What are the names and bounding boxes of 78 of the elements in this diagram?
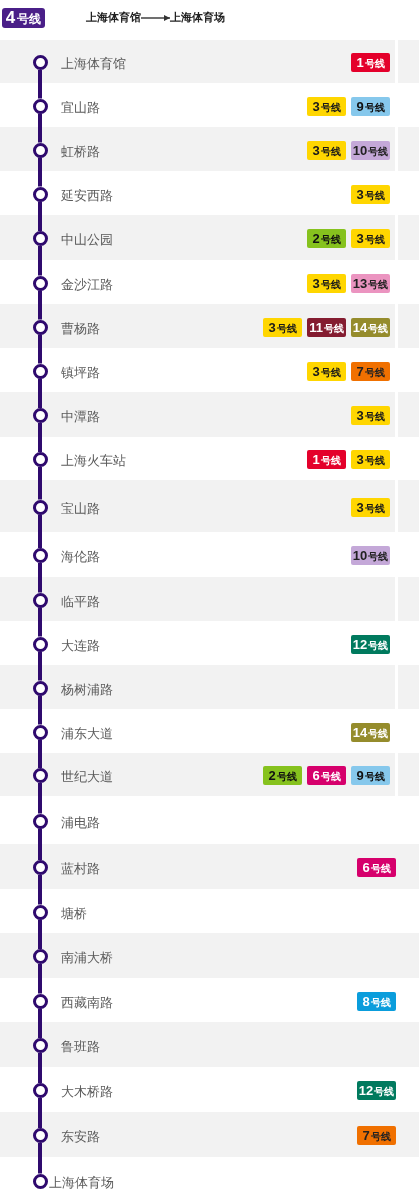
station-name: 浦东大道 [61,725,113,741]
route-line [38,378,42,408]
line-badge: 3号线 [351,406,390,425]
line-badge: 6号线 [307,766,346,785]
route-line [38,783,42,814]
terminal-station-name: 上海体育馆 [86,11,141,25]
terminal-station-name: 上海体育场 [170,11,225,25]
route-line [38,1008,42,1038]
station-name: 临平路 [61,593,100,609]
station-name: 上海体育场 [49,1174,114,1190]
station-name: 塘桥 [61,905,87,921]
route-line [38,919,42,949]
route-line [38,113,42,143]
route-line [38,1098,42,1128]
station-name: 金沙江路 [61,276,113,292]
station-name: 世纪大道 [61,769,113,784]
station-name: 西藏南路 [61,994,113,1010]
station-name: 上海火车站 [61,453,126,468]
route-line [38,334,42,364]
line-badge: 13号线 [351,273,390,293]
line-badge: 3号线 [307,361,346,381]
line-badge: 3号线 [351,450,390,469]
line-badge: 1号线 [307,450,346,469]
station-name: 南浦大桥 [61,950,113,965]
line-badge: 7号线 [351,361,390,381]
line-badge: 2号线 [307,229,346,248]
station-name: 曹杨路 [61,320,100,336]
station-name: 镇坪路 [61,364,100,380]
station-name: 延安西路 [61,187,113,203]
line-badge: 9号线 [351,766,390,785]
station-name: 鲁班路 [61,1039,100,1054]
route-line [38,201,42,231]
route-line [38,964,42,994]
station-name: 中山公园 [61,232,113,247]
line-badge: 3号线 [307,96,346,116]
station-name: 宜山路 [61,99,100,115]
line-badge: 10号线 [351,546,390,565]
station-name: 中潭路 [61,409,100,424]
route-line [38,828,42,860]
arrow [140,15,171,21]
line-badge: 3号线 [351,184,390,204]
line-badge: 14号线 [351,722,390,742]
station-name: 杨树浦路 [61,681,113,697]
line-badge: 6号线 [357,858,396,877]
line-badge: 3号线 [351,229,390,248]
line-badge: 12号线 [351,634,390,654]
line-badge: 4号线 [2,8,45,28]
line-badge: 7号线 [357,1126,396,1145]
route-line [38,875,42,905]
station-name: 蓝村路 [61,861,100,876]
station-name: 上海体育馆 [61,56,126,71]
route-line [38,651,42,681]
line-badge: 8号线 [357,991,396,1011]
route-line [38,423,42,452]
station-name: 虹桥路 [61,143,100,159]
station-name: 东安路 [61,1129,100,1144]
station-name: 大木桥路 [61,1084,113,1099]
route-line [38,246,42,276]
station-name: 海伦路 [61,549,100,564]
route-line [38,695,42,725]
route-line [38,607,42,637]
route-line [38,467,42,500]
station-name: 大连路 [61,637,100,653]
station-name: 宝山路 [61,500,100,516]
route-line [38,514,42,548]
line-badge: 12号线 [357,1081,396,1100]
route-line [38,157,42,187]
line-badge: 1号线 [351,53,390,72]
route-line [38,290,42,320]
line-badge: 9号线 [351,96,390,116]
route-line [38,739,42,768]
line-badge: 2号线 [263,766,302,785]
route-line [38,1053,42,1083]
route-line [38,1143,42,1174]
route-line [38,563,42,593]
station-name: 浦电路 [61,814,100,830]
route-line [38,70,42,99]
line-badge: 3号线 [307,273,346,293]
